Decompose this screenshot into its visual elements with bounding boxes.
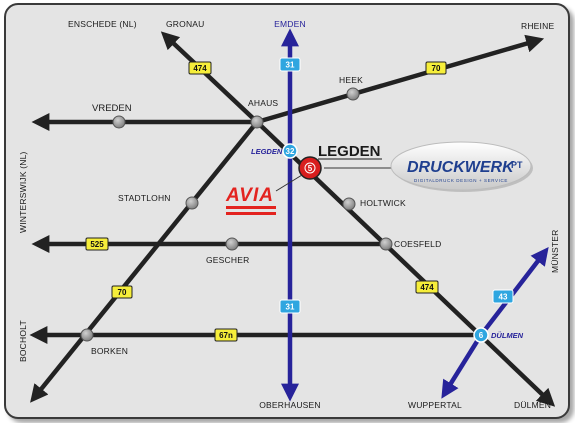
shield-a31-bottom: 31 [279,299,301,314]
svg-text:31: 31 [286,303,295,312]
exit-legden: 32 [282,143,298,159]
druckwerk-suffix: PT [511,160,523,170]
shield-b70-bottom: 70 [111,285,133,299]
label-duelmen: DÜLMEN [514,400,551,410]
node-ahaus [250,115,264,129]
svg-text:43: 43 [499,293,508,302]
label-borken: BORKEN [91,346,128,356]
place-labels: ENSCHEDE (NL) GRONAU EMDEN RHEINE HEEK V… [18,19,560,410]
shield-b70-top: 70 [425,61,447,75]
shield-a43: 43 [492,289,514,304]
avia-logo: AVIA [225,185,276,215]
road-ahaus-borken [30,120,259,403]
shield-b474-bottom: 474 [415,280,439,294]
label-rheine: RHEINE [521,21,554,31]
druckwerk-tagline: DIGITALDRUCK DESIGN + SERVICE [414,178,508,183]
label-holtwick: HOLTWICK [360,198,406,208]
shield-b67n: 67n [214,328,238,342]
road-ahaus-rheine [256,34,545,125]
shield-a31-top: 31 [279,57,301,72]
label-muenster: MÜNSTER [550,230,560,273]
label-gescher: GESCHER [206,255,249,265]
druckwerk-name: DRUCKWERK [407,159,515,176]
shield-b474-top: 474 [188,61,212,75]
label-exit-legden: LEGDEN [251,147,283,156]
node-gescher [225,237,239,251]
label-stadtlohn: STADTLOHN [118,193,171,203]
node-vreden [112,115,126,129]
shield-b525: 525 [85,237,109,251]
town-nodes [80,87,393,342]
legden-marker: 5 [298,156,322,180]
label-winterswijk: WINTERSWIJK (NL) [18,151,28,233]
destination-title: LEGDEN [318,143,381,160]
svg-text:31: 31 [286,61,295,70]
svg-text:70: 70 [432,64,441,73]
node-coesfeld [379,237,393,251]
road-map: 32 6 474 70 525 70 474 67n 31 31 43 [18,19,560,410]
label-vreden: VREDEN [92,103,132,114]
svg-text:67n: 67n [219,331,233,340]
exit-legden-number: 32 [286,147,295,156]
avia-logo-text: AVIA [225,185,274,206]
label-gronau: GRONAU [166,19,205,29]
label-enschede: ENSCHEDE (NL) [68,19,137,29]
node-holtwick [342,197,356,211]
node-stadtlohn [185,196,199,210]
legden-marker-symbol: 5 [308,164,313,173]
label-emden: EMDEN [274,19,306,29]
svg-text:70: 70 [118,288,127,297]
svg-text:474: 474 [193,64,207,73]
motorway-a43-south [441,333,483,399]
svg-text:525: 525 [90,240,104,249]
node-heek [346,87,360,101]
svg-text:474: 474 [420,283,434,292]
druckwerk-logo: DRUCKWERK PT DIGITALDRUCK DESIGN + SERVI… [390,141,533,192]
exit-duelmen: 6 [473,327,489,343]
label-wuppertal: WUPPERTAL [408,400,462,410]
label-bocholt: BOCHOLT [18,320,28,362]
label-heek: HEEK [339,75,363,85]
map-frame: 32 6 474 70 525 70 474 67n 31 31 43 [4,3,570,419]
node-borken [80,328,94,342]
label-oberhausen: OBERHAUSEN [259,400,321,410]
label-ahaus: AHAUS [248,98,278,108]
exit-duelmen-number: 6 [479,331,484,340]
avia-leader-line [275,174,303,192]
label-exit-duelmen: DÜLMEN [491,331,524,340]
label-coesfeld: COESFELD [394,239,441,249]
road-ahaus-gronau [160,31,259,124]
